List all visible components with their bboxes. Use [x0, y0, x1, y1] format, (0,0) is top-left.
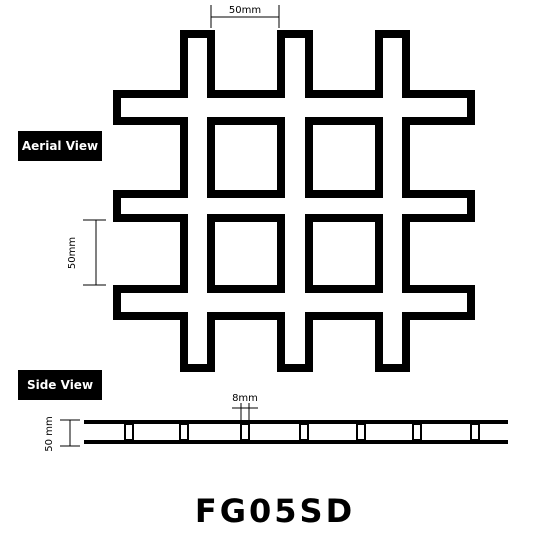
side-height-label: 50 mm: [44, 416, 55, 451]
bar-thickness-dimension: [232, 403, 258, 420]
bar-thickness-label: 8mm: [232, 393, 258, 404]
left-height-dimension: [83, 219, 106, 286]
side-bearing-bar: [299, 423, 309, 441]
side-bearing-bar: [240, 423, 250, 441]
side-height-dimension: [60, 419, 80, 447]
side-bearing-bars: [124, 423, 480, 441]
top-width-dimension: [210, 5, 280, 28]
side-bearing-bar: [412, 423, 422, 441]
side-bearing-bar: [124, 423, 134, 441]
grating-aerial-outline: [113, 30, 475, 372]
product-code: FG05SD: [195, 492, 355, 530]
grating-side-profile: [84, 420, 508, 444]
left-height-label: 50mm: [67, 237, 78, 269]
side-top-bar: [84, 420, 508, 424]
side-view-label: Side View: [18, 370, 102, 400]
side-bottom-bar: [84, 440, 508, 444]
side-bearing-bar: [356, 423, 366, 441]
aerial-view-label: Aerial View: [18, 131, 102, 161]
side-bearing-bar: [470, 423, 480, 441]
side-bearing-bar: [179, 423, 189, 441]
top-width-label: 50mm: [229, 5, 261, 16]
